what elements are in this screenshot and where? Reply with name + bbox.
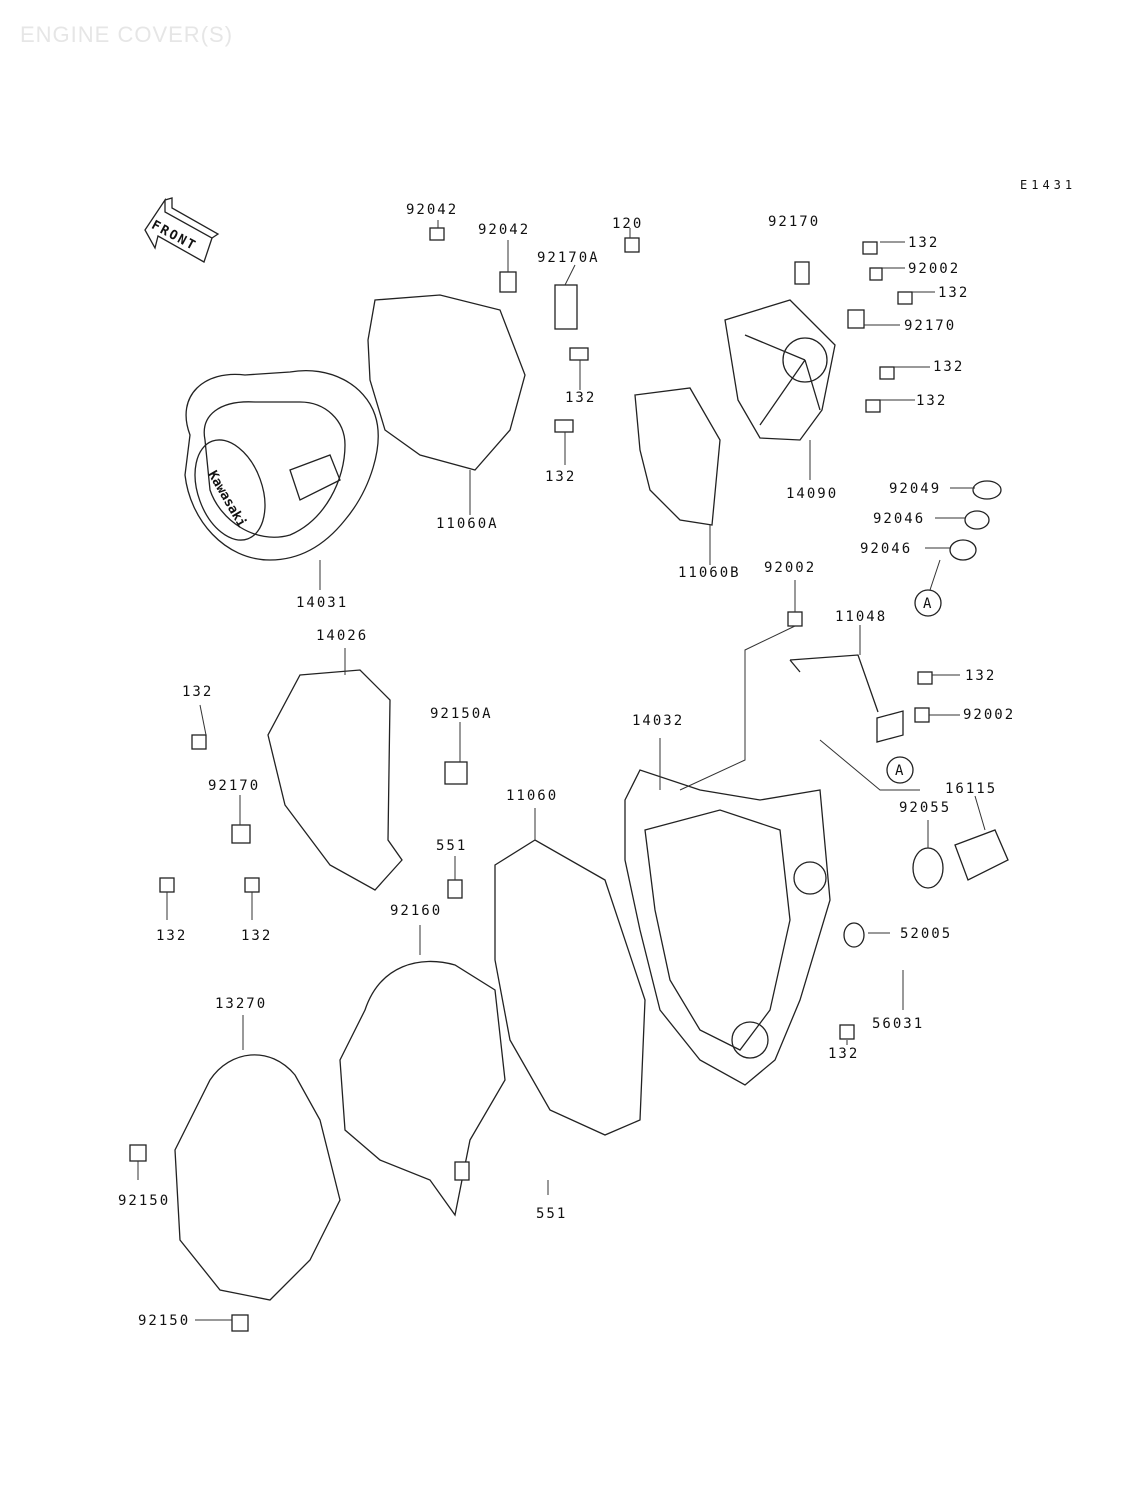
callout-label: 14026 — [316, 628, 368, 644]
callout-label: 132 — [182, 684, 213, 700]
diagram-code: E1431 — [1020, 178, 1077, 192]
callout-labels: 92042 92042 92170A 120 92170 132 92002 1… — [118, 202, 1015, 1329]
callout-label: 14032 — [632, 713, 684, 729]
callout-label: 92042 — [478, 222, 530, 238]
callout-label: 132 — [916, 393, 947, 409]
callout-label: 92002 — [764, 560, 816, 576]
callout-label: 92170 — [768, 214, 820, 230]
gasket-11060b — [634, 387, 721, 526]
bolt-icons — [129, 227, 1009, 1332]
callout-label: A — [923, 596, 933, 612]
right-engine-cover-14032 — [624, 769, 831, 1086]
cover-14090 — [724, 299, 836, 441]
callout-label: 132 — [965, 668, 996, 684]
front-arrow-icon: FRONT — [144, 197, 220, 263]
left-engine-cover-14031: Kawasaki — [184, 370, 379, 561]
callout-label: 92170 — [904, 318, 956, 334]
reference-circle-a-lower — [886, 756, 914, 784]
callout-label: 11060B — [678, 565, 741, 581]
callout-label: 16115 — [945, 781, 997, 797]
callout-label: 120 — [612, 216, 643, 232]
cover-14026 — [267, 669, 403, 891]
callout-label: 132 — [156, 928, 187, 944]
callout-label: 132 — [565, 390, 596, 406]
callout-label: 13270 — [215, 996, 267, 1012]
callout-label: 11060 — [506, 788, 558, 804]
callout-label: 92046 — [873, 511, 925, 527]
callout-label: 56031 — [872, 1016, 924, 1032]
callout-label: 132 — [908, 235, 939, 251]
callout-label: 132 — [241, 928, 272, 944]
reference-circle-a-upper — [914, 589, 942, 617]
guard-13270 — [174, 1054, 341, 1301]
callout-label: 132 — [938, 285, 969, 301]
callout-label: 92046 — [860, 541, 912, 557]
callout-label: 92170A — [537, 250, 600, 266]
plate-92160 — [339, 960, 506, 1217]
callout-label: 132 — [828, 1046, 859, 1062]
leader-lines — [137, 220, 986, 1321]
callout-label: 92150 — [138, 1313, 190, 1329]
callout-label: A — [895, 763, 905, 779]
callout-label: 92055 — [899, 800, 951, 816]
callout-label: 92150 — [118, 1193, 170, 1209]
callout-label: 92170 — [208, 778, 260, 794]
callout-label: 92160 — [390, 903, 442, 919]
callout-label: 132 — [545, 469, 576, 485]
callout-label: 92002 — [908, 261, 960, 277]
callout-label: 11048 — [835, 609, 887, 625]
gasket-11060a — [367, 294, 526, 471]
callout-label: 132 — [933, 359, 964, 375]
gasket-11060 — [494, 839, 646, 1136]
callout-label: 52005 — [900, 926, 952, 942]
front-label: FRONT — [149, 218, 199, 254]
callout-label: 92049 — [889, 481, 941, 497]
callout-label: 92002 — [963, 707, 1015, 723]
callout-label: 551 — [536, 1206, 567, 1222]
callout-label: 14090 — [786, 486, 838, 502]
callout-label: 92150A — [430, 706, 493, 722]
callout-label: 551 — [436, 838, 467, 854]
callout-label: 14031 — [296, 595, 348, 611]
diagram-title-watermark: ENGINE COVER(S) — [20, 22, 234, 47]
callout-label: 92042 — [406, 202, 458, 218]
callout-label: 11060A — [436, 516, 499, 532]
